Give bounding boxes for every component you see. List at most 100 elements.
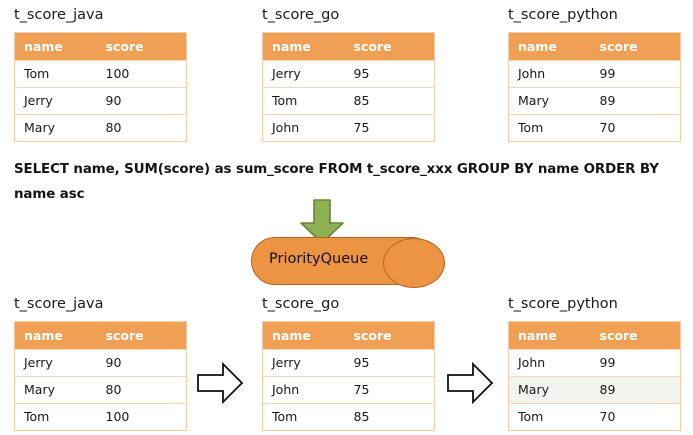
cell-score: 99 xyxy=(590,348,681,376)
sql-statement: SELECT name, SUM(score) as sum_score FRO… xyxy=(14,162,659,202)
table-header-row: name score xyxy=(508,321,681,349)
cell-score: 89 xyxy=(590,86,681,114)
table-title: t_score_go xyxy=(262,7,340,23)
column-header-name: name xyxy=(508,321,591,349)
table-title: t_score_java xyxy=(14,7,104,23)
cell-name: Tom xyxy=(508,402,591,430)
cell-score: 89 xyxy=(590,375,681,403)
cell-name: John xyxy=(262,375,345,403)
cell-name: Jerry xyxy=(262,348,345,376)
cell-name: Jerry xyxy=(262,59,345,87)
cell-name: Jerry xyxy=(14,86,97,114)
cell-score: 100 xyxy=(96,402,187,430)
cell-name: John xyxy=(508,59,591,87)
priority-queue-head-circle xyxy=(383,238,445,288)
column-header-score: score xyxy=(590,32,681,60)
column-header-name: name xyxy=(262,321,345,349)
cell-name: Tom xyxy=(262,402,345,430)
cell-score: 95 xyxy=(344,59,435,87)
column-header-score: score xyxy=(344,321,435,349)
cell-name: Tom xyxy=(262,86,345,114)
arrow-down-icon xyxy=(292,199,352,245)
cell-name: Tom xyxy=(14,402,97,430)
table-header-row: name score xyxy=(508,32,681,60)
cell-name: Mary xyxy=(508,375,591,403)
table-title: t_score_go xyxy=(262,296,340,312)
cell-name: Mary xyxy=(14,113,97,141)
cell-name: Jerry xyxy=(14,348,97,376)
cell-score: 85 xyxy=(344,402,435,430)
table-title: t_score_python xyxy=(508,7,618,23)
cell-name: Tom xyxy=(14,59,97,87)
arrow-right-icon xyxy=(196,361,244,405)
arrow-right-icon xyxy=(446,361,494,405)
cell-score: 90 xyxy=(96,348,187,376)
column-header-name: name xyxy=(262,32,345,60)
table-header-row: name score xyxy=(262,321,435,349)
cell-score: 95 xyxy=(344,348,435,376)
cell-name: Mary xyxy=(14,375,97,403)
cell-score: 75 xyxy=(344,113,435,141)
column-header-score: score xyxy=(344,32,435,60)
column-header-name: name xyxy=(14,321,97,349)
table-title: t_score_python xyxy=(508,296,618,312)
column-header-score: score xyxy=(96,32,187,60)
priority-queue-shape: PriorityQueue xyxy=(250,236,455,290)
cell-score: 75 xyxy=(344,375,435,403)
priority-queue-label: PriorityQueue xyxy=(269,251,369,267)
cell-score: 99 xyxy=(590,59,681,87)
cell-score: 90 xyxy=(96,86,187,114)
cell-score: 85 xyxy=(344,86,435,114)
column-header-score: score xyxy=(590,321,681,349)
cell-name: John xyxy=(508,348,591,376)
column-header-name: name xyxy=(14,32,97,60)
table-title: t_score_java xyxy=(14,296,104,312)
table-header-row: name score xyxy=(14,321,187,349)
column-header-score: score xyxy=(96,321,187,349)
cell-name: John xyxy=(262,113,345,141)
cell-name: Tom xyxy=(508,113,591,141)
table-header-row: name score xyxy=(262,32,435,60)
column-header-name: name xyxy=(508,32,591,60)
cell-score: 100 xyxy=(96,59,187,87)
cell-score: 70 xyxy=(590,113,681,141)
cell-score: 80 xyxy=(96,113,187,141)
table-header-row: name score xyxy=(14,32,187,60)
cell-score: 80 xyxy=(96,375,187,403)
cell-score: 70 xyxy=(590,402,681,430)
cell-name: Mary xyxy=(508,86,591,114)
